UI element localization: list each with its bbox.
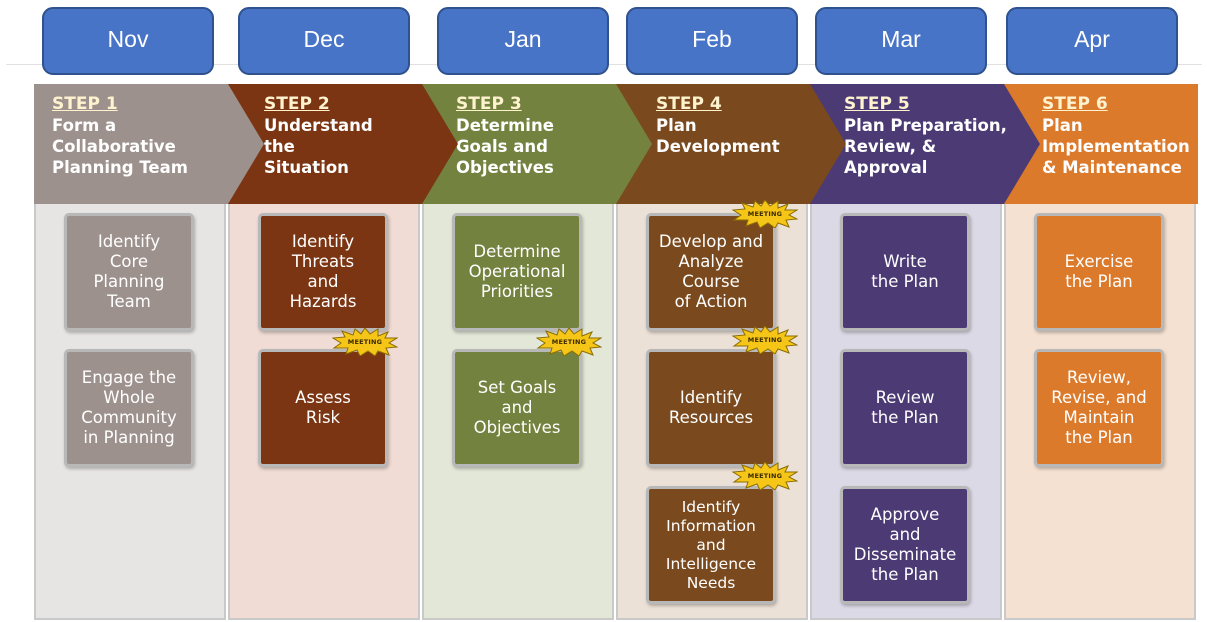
step-6-number: STEP 6 <box>1042 94 1108 114</box>
step-6-task-maintain-plan: Review, Revise, and Maintain the Plan <box>1034 349 1164 467</box>
step-4-task-course-of-action: Develop and Analyze Course of Action <box>646 213 776 331</box>
step-4-number: STEP 4 <box>656 94 722 114</box>
meeting-burst-label: MEETING <box>347 338 383 346</box>
step-1-task-engage-community: Engage the Whole Community in Planning <box>64 349 194 467</box>
month-tab-dec: Dec <box>238 7 410 75</box>
step-4-header: STEP 4 Plan Development <box>616 84 846 204</box>
step-5-number: STEP 5 <box>844 94 910 114</box>
step-5-title: Plan Preparation, Review, & Approval <box>844 116 1007 177</box>
month-tab-mar: Mar <box>815 7 987 75</box>
step-6-task-exercise-plan: Exercise the Plan <box>1034 213 1164 331</box>
meeting-burst-icon: MEETING <box>732 200 798 228</box>
month-tab-jan: Jan <box>437 7 609 75</box>
step-1-task-identify-core-team: Identify Core Planning Team <box>64 213 194 331</box>
step-5-task-approve-plan: Approve and Disseminate the Plan <box>840 486 970 604</box>
step-3-header: STEP 3 Determine Goals and Objectives <box>422 84 652 204</box>
month-tab-apr: Apr <box>1006 7 1178 75</box>
step-6-header: STEP 6 Plan Implementation & Maintenance <box>1004 84 1198 204</box>
step-6-title: Plan Implementation & Maintenance <box>1042 116 1190 177</box>
month-tab-nov: Nov <box>42 7 214 75</box>
step-1-number: STEP 1 <box>52 94 118 114</box>
meeting-burst-icon: MEETING <box>732 326 798 354</box>
step-4-task-identify-resources: Identify Resources <box>646 349 776 467</box>
meeting-burst-label: MEETING <box>747 336 783 344</box>
meeting-burst-label: MEETING <box>551 338 587 346</box>
step-4-title: Plan Development <box>656 116 780 156</box>
step-2-task-assess-risk: Assess Risk <box>258 349 388 467</box>
step-5-task-review-plan: Review the Plan <box>840 349 970 467</box>
step-5-header: STEP 5 Plan Preparation, Review, & Appro… <box>810 84 1040 204</box>
step-2-number: STEP 2 <box>264 94 330 114</box>
step-1-header: STEP 1 Form a Collaborative Planning Tea… <box>34 84 264 204</box>
step-3-title: Determine Goals and Objectives <box>456 116 554 177</box>
step-2-task-identify-threats: Identify Threats and Hazards <box>258 213 388 331</box>
step-3-task-operational-priorities: Determine Operational Priorities <box>452 213 582 331</box>
step-3-task-set-goals: Set Goals and Objectives <box>452 349 582 467</box>
meeting-burst-icon: MEETING <box>332 328 398 356</box>
step-1-title: Form a Collaborative Planning Team <box>52 116 188 177</box>
meeting-burst-icon: MEETING <box>732 462 798 490</box>
step-2-title: Understand the Situation <box>264 116 373 177</box>
step-2-header: STEP 2 Understand the Situation <box>228 84 458 204</box>
meeting-burst-label: MEETING <box>747 210 783 218</box>
step-3-number: STEP 3 <box>456 94 522 114</box>
meeting-burst-label: MEETING <box>747 472 783 480</box>
meeting-burst-icon: MEETING <box>536 328 602 356</box>
month-tab-feb: Feb <box>626 7 798 75</box>
step-5-task-write-plan: Write the Plan <box>840 213 970 331</box>
step-4-task-intelligence-needs: Identify Information and Intelligence Ne… <box>646 486 776 604</box>
